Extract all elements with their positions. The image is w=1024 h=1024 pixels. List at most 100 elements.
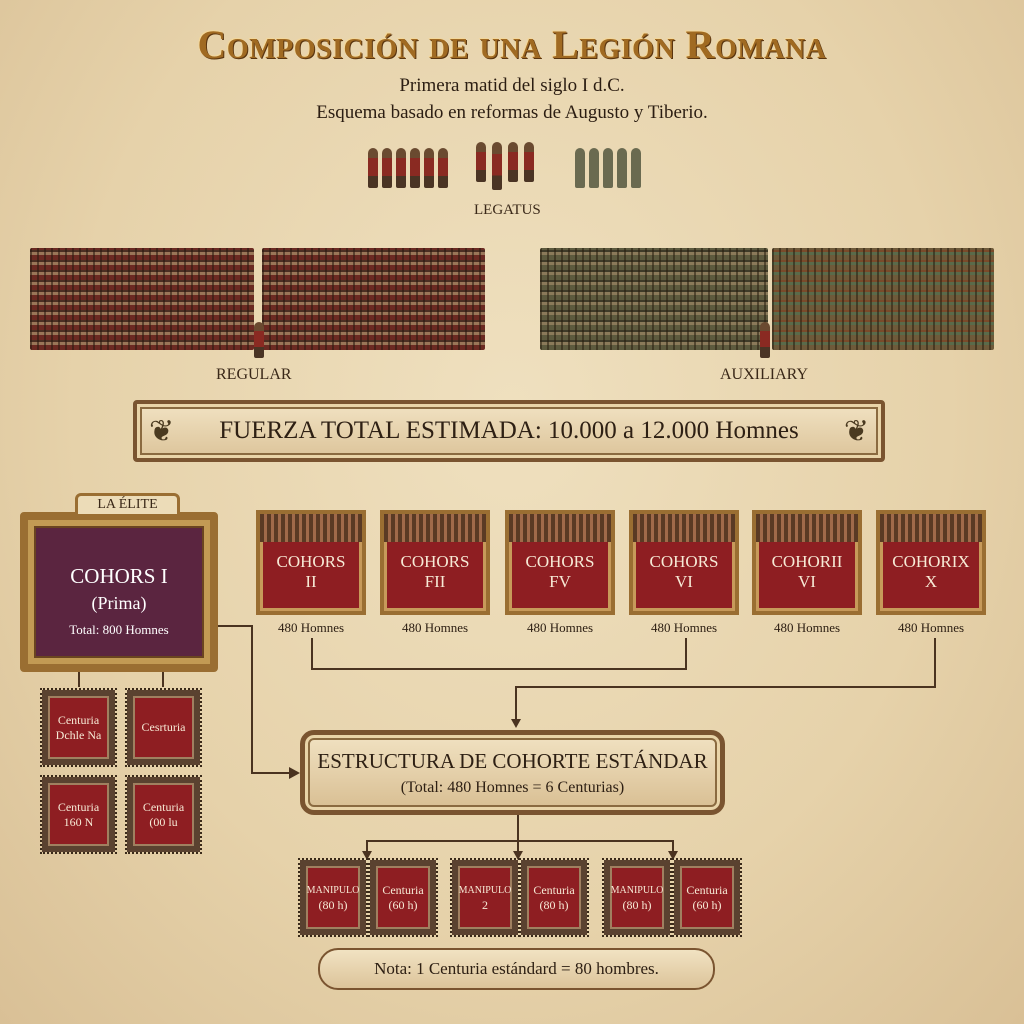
auxiliary-formation-left (540, 248, 768, 350)
unit-label: Centuria (382, 882, 424, 897)
century-label: Cesrturia (141, 720, 186, 734)
unit-label: MANIPULO (610, 884, 664, 896)
elite-century-card[interactable]: Centuria(00 lu (125, 775, 202, 854)
cohort-number: II (305, 572, 317, 591)
standard-cohort-structure-box: ESTRUCTURA DE COHORTE ESTÁNDAR (Total: 4… (300, 730, 725, 815)
elite-sub: (Prima) (91, 593, 147, 613)
regular-formation-right (262, 248, 485, 350)
connector-line (517, 815, 519, 841)
unit-size: 2 (482, 897, 488, 912)
unit-card[interactable]: Centuria(60 h) (368, 858, 438, 937)
unit-card[interactable]: Centuria(80 h) (519, 858, 589, 937)
arrow-right-icon (289, 767, 300, 779)
century-label: Centuria (142, 799, 185, 814)
auxiliary-commander-figure (760, 322, 770, 358)
cohort-count: 480 Homnes (401, 620, 469, 635)
connector-line (366, 840, 674, 842)
regular-label: REGULAR (216, 366, 292, 383)
total-strength-banner: ❦ FUERZA TOTAL ESTIMADA: 10.000 a 12.000… (133, 400, 885, 462)
connector-line (685, 638, 687, 670)
unit-label: Centuria (533, 882, 575, 897)
officer-group-right (575, 148, 641, 188)
structure-title: ESTRUCTURA DE COHORTE ESTÁNDAR (317, 749, 708, 773)
cohort-name: COHORII (771, 552, 843, 571)
laurel-left-icon: ❦ (149, 414, 175, 448)
cohort-soldiers (756, 514, 858, 542)
officer-group-left (368, 148, 448, 188)
elite-total: Total: 800 Homnes (69, 622, 169, 637)
unit-size: (80 h) (622, 897, 652, 912)
connector-line (515, 686, 936, 688)
subtitle-period: Primera matid del siglo I d.C. (399, 75, 625, 96)
unit-size: (80 h) (318, 897, 348, 912)
connector-line (311, 668, 687, 670)
unit-size: (60 h) (388, 897, 418, 912)
cohort-count: 480 Homnes (773, 620, 841, 635)
arrow-down-icon (511, 719, 521, 728)
century-label: Centuria (57, 799, 100, 814)
auxiliary-formation-right (772, 248, 994, 350)
unit-card[interactable]: Centuria(60 h) (672, 858, 742, 937)
legatus-figures (476, 142, 534, 190)
connector-line (311, 638, 313, 670)
cohort-name: COHORS (649, 552, 719, 571)
cohort-number: FV (549, 572, 571, 591)
cohort-count: 480 Homnes (526, 620, 594, 635)
total-strength-text: FUERZA TOTAL ESTIMADA: 10.000 a 12.000 H… (219, 417, 799, 444)
cohort-name: COHORIX (892, 552, 970, 571)
century-size: 160 N (63, 814, 94, 829)
connector-line (251, 772, 291, 774)
cohort-soldiers (633, 514, 735, 542)
subtitle-basis: Esquema basado en reformas de Augusto y … (316, 102, 708, 123)
connector-line (162, 672, 164, 687)
unit-label: Centuria (686, 882, 728, 897)
connector-line (366, 840, 368, 852)
elite-name: COHORS I (70, 564, 168, 588)
auxiliary-label: AUXILIARY (720, 366, 808, 383)
cohort-number: X (924, 572, 938, 591)
regular-commander-figure (254, 322, 264, 358)
unit-size: (80 h) (539, 897, 569, 912)
connector-line (515, 686, 517, 720)
note-scroll: Nota: 1 Centuria estándard = 80 hombres. (318, 948, 715, 990)
cohort-count: 480 Homnes (650, 620, 718, 635)
cohort-name: COHORS (276, 552, 346, 571)
unit-label: MANIPULO (306, 884, 360, 896)
legatus-label: LEGATUS (474, 202, 541, 218)
elite-tab: LA ÉLITE (75, 493, 180, 517)
structure-sub: (Total: 480 Homnes = 6 Centurias) (400, 779, 625, 796)
unit-size: (60 h) (692, 897, 722, 912)
page-title: Composición de una Legión Romana (197, 22, 827, 67)
cohort-count: 480 Homnes (277, 620, 345, 635)
cohort-soldiers (880, 514, 982, 542)
elite-century-card[interactable]: Cesrturia (125, 688, 202, 767)
cohort-soldiers (260, 514, 362, 542)
unit-card[interactable]: MANIPULO(80 h) (298, 858, 368, 937)
century-label: Centuria (57, 712, 100, 727)
connector-line (672, 840, 674, 852)
cohort-soldiers (384, 514, 486, 542)
arrow-down-icon (362, 851, 372, 860)
cohort-count: 480 Homnes (897, 620, 965, 635)
cohors-i-card[interactable]: COHORS I (Prima) Total: 800 Homnes (20, 512, 218, 672)
century-size: Dchle Na (55, 727, 102, 742)
cohort-soldiers (509, 514, 611, 542)
arrow-down-icon (513, 851, 523, 860)
regular-formation-left (30, 248, 254, 350)
unit-card[interactable]: MANIPULO(80 h) (602, 858, 672, 937)
cohort-name: COHORS (525, 552, 595, 571)
cohort-name: COHORS (400, 552, 470, 571)
connector-line (251, 625, 253, 774)
cohort-number: VI (798, 572, 816, 591)
laurel-right-icon: ❦ (843, 414, 869, 448)
century-size: (00 lu (149, 814, 178, 829)
